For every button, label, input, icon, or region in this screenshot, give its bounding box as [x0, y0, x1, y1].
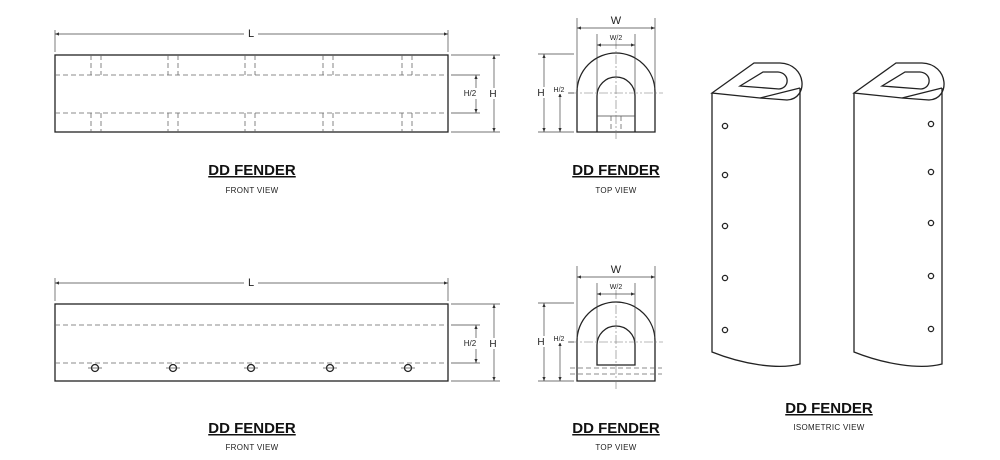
height-label: H: [537, 88, 544, 99]
half-width-label: W/2: [610, 35, 623, 42]
half-width-label: W/2: [610, 284, 623, 291]
front-view-top: L H/2 H: [54, 27, 500, 133]
front-view-bottom: L H/2 H: [54, 276, 500, 382]
front-view-bottom-subtitle: FRONT VIEW: [225, 443, 278, 452]
front-view-bottom-title: DD FENDER: [208, 420, 296, 437]
top-view-top-title: DD FENDER: [572, 162, 660, 179]
hidden-slots-top-row: [90, 55, 413, 75]
top-view-bottom: W W/2 H H/2: [536, 264, 663, 390]
top-view-top: W W/2 H H/2: [536, 15, 663, 140]
height-label: H: [537, 337, 544, 348]
half-height-label: H/2: [464, 339, 477, 348]
bolt-holes: [88, 363, 415, 373]
height-label: H: [489, 339, 496, 350]
isometric-view-right: [852, 62, 945, 367]
front-view-top-title: DD FENDER: [208, 162, 296, 179]
width-label: W: [611, 15, 622, 27]
top-view-bottom-subtitle: TOP VIEW: [595, 443, 636, 452]
length-label: L: [248, 28, 254, 40]
isometric-view-left: [710, 62, 803, 367]
half-height-label: H/2: [554, 336, 565, 343]
top-view-top-subtitle: TOP VIEW: [595, 186, 636, 195]
height-label: H: [489, 89, 496, 100]
isometric-title: DD FENDER: [785, 400, 873, 417]
top-view-bottom-title: DD FENDER: [572, 420, 660, 437]
isometric-subtitle: ISOMETRIC VIEW: [793, 423, 864, 432]
length-label: L: [248, 277, 254, 289]
half-height-label: H/2: [554, 87, 565, 94]
width-label: W: [611, 264, 622, 276]
front-view-top-subtitle: FRONT VIEW: [225, 186, 278, 195]
hidden-slots-bottom-row: [90, 113, 413, 132]
half-height-label: H/2: [464, 89, 477, 98]
